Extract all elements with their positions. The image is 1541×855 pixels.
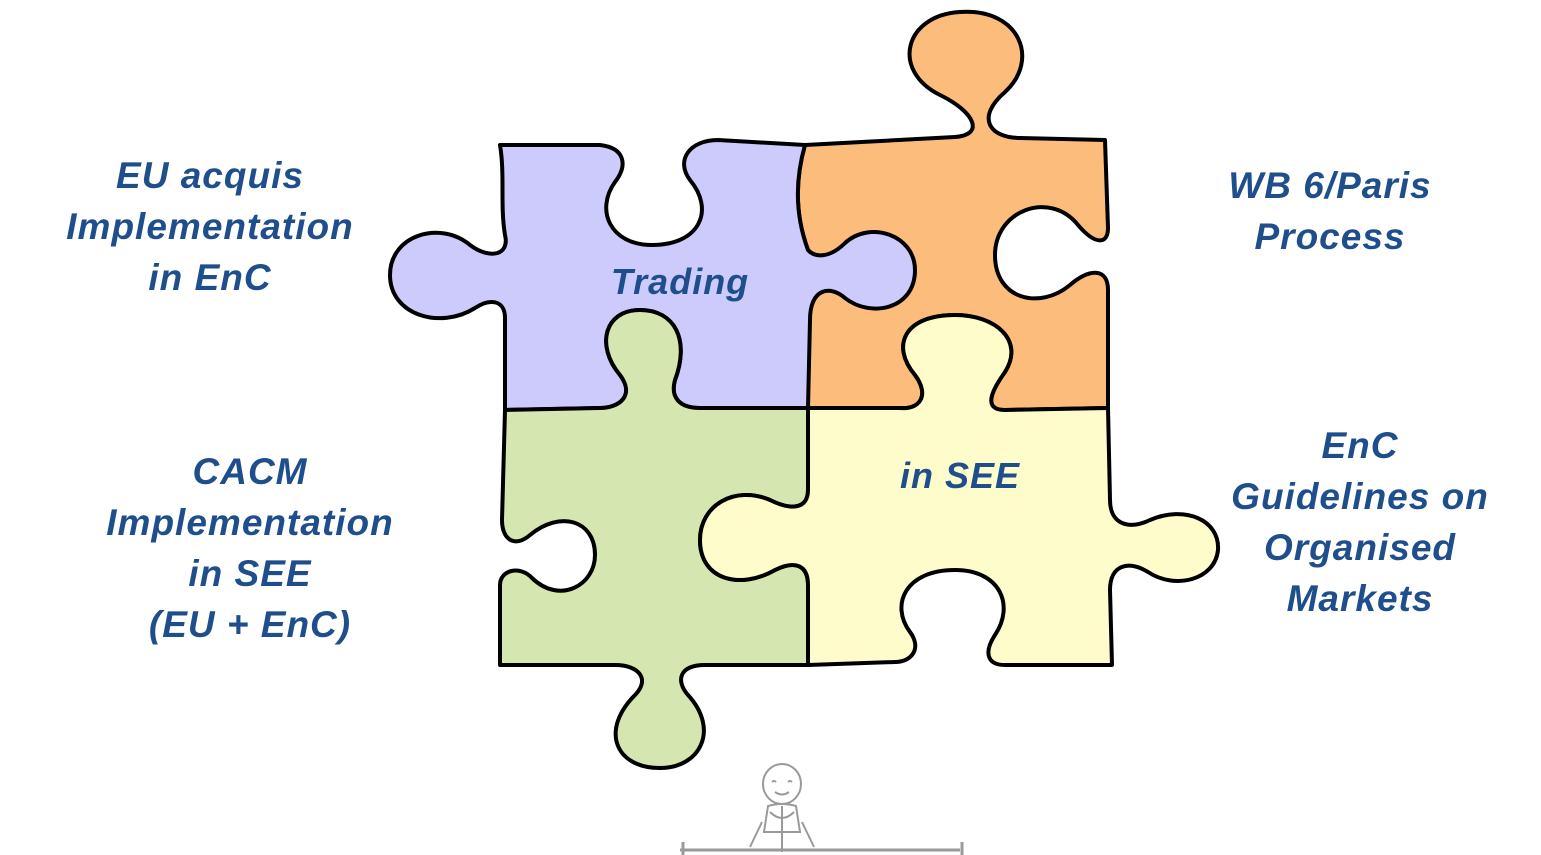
label-line: EnC	[1321, 425, 1399, 466]
label-line: Markets	[1286, 578, 1434, 619]
label-line: Organised	[1264, 527, 1456, 568]
center-label-trading: Trading	[570, 256, 790, 307]
label-line: EU acquis	[116, 155, 304, 196]
person-figure-icon	[680, 763, 964, 855]
center-label-see: in SEE	[860, 450, 1060, 501]
label-wb6-paris: WB 6/Paris Process	[1150, 160, 1510, 262]
label-line: Implementation	[106, 502, 394, 543]
label-enc-guidelines: EnC Guidelines on Organised Markets	[1180, 420, 1540, 624]
puzzle-piece-bottom-left	[498, 308, 810, 770]
label-cacm: CACM Implementation in SEE (EU + EnC)	[40, 446, 460, 650]
label-line: Process	[1254, 216, 1406, 257]
center-label-trading-text: Trading	[610, 261, 750, 302]
label-line: (EU + EnC)	[148, 604, 352, 645]
label-line: Implementation	[66, 206, 354, 247]
center-label-see-text: in SEE	[899, 455, 1021, 496]
label-line: in SEE	[188, 553, 312, 594]
label-line: Guidelines on	[1231, 476, 1489, 517]
label-line: WB 6/Paris	[1228, 165, 1432, 206]
puzzle-piece-bottom-right	[698, 313, 1221, 667]
label-line: CACM	[192, 451, 308, 492]
label-eu-acquis: EU acquis Implementation in EnC	[0, 150, 420, 303]
label-line: in EnC	[148, 257, 272, 298]
